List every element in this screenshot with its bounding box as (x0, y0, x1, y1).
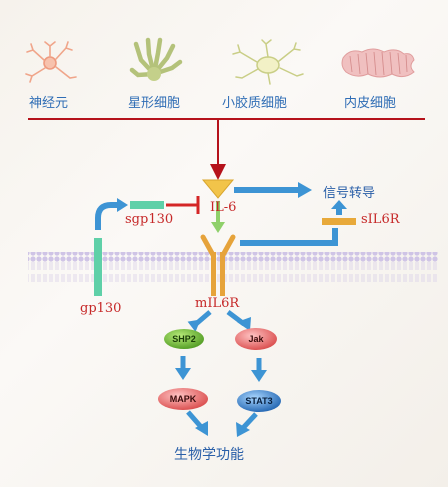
mil6r-receptor (200, 234, 236, 296)
jak-label: Jak (248, 334, 264, 344)
cell-label-astrocyte: 星形细胞 (128, 96, 181, 111)
cell-label-microglia: 小胶质细胞 (222, 96, 288, 111)
gp130-release-arrow (95, 202, 118, 230)
stat3-to-bio-arrow (241, 412, 258, 430)
sil6r-label: sIL6R (361, 212, 400, 227)
cell-membrane (28, 252, 438, 282)
sgp130-label: sgp130 (125, 212, 174, 227)
shp2-node (164, 329, 204, 349)
jak-node (235, 328, 277, 350)
mil6r-label: mIL6R (195, 296, 240, 311)
sil6r-up-arrow (331, 200, 347, 209)
signal-transduction-label: 信号转导 (323, 186, 376, 201)
biological-function-label: 生物学功能 (174, 447, 244, 463)
gp130-label: gp130 (80, 301, 122, 316)
stat3-node (237, 390, 281, 412)
stat3-label: STAT3 (245, 396, 273, 406)
cell-label-endothelial: 内皮细胞 (344, 96, 397, 111)
il6-label: IL-6 (210, 200, 237, 215)
neuron-icon (25, 41, 77, 83)
cell-label-neuron: 神经元 (29, 96, 69, 111)
gp130-bar (94, 238, 102, 296)
endothelial-cell-icon (341, 48, 415, 78)
microglia-icon (232, 39, 304, 85)
shp2-label: SHP2 (172, 334, 196, 344)
sil6r-bar (322, 218, 356, 225)
astrocyte-icon (129, 37, 183, 81)
mapk-to-bio-arrow (186, 410, 204, 430)
mapk-node (158, 388, 208, 410)
shedding-arrow (240, 228, 338, 246)
mapk-label: MAPK (169, 394, 197, 404)
sgp130-bar (130, 201, 164, 209)
il6-ligand (201, 179, 235, 199)
